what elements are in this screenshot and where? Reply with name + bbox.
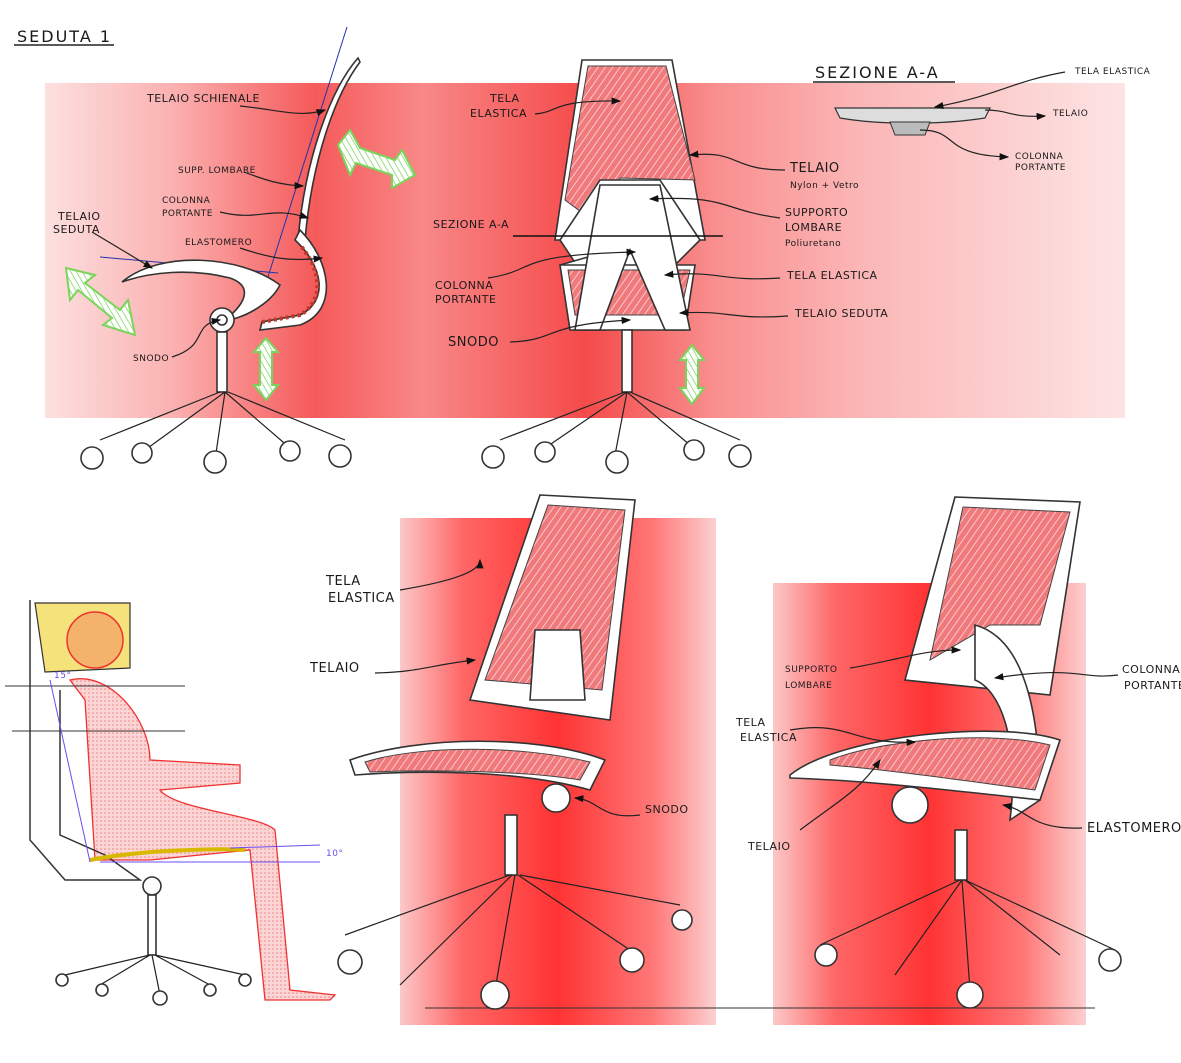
label-snodo: SNODO [645, 803, 689, 816]
label-telaio: TELAIO [57, 210, 100, 223]
label-portante: PORTANTE [435, 293, 496, 306]
ergonomic-seated-figure [5, 600, 337, 1006]
label-tela: TELA [735, 716, 766, 729]
label-supporto: SUPPORTO [785, 206, 848, 219]
label-telaio: TELAIO [747, 840, 790, 853]
label-portante: PORTANTE [1124, 679, 1181, 692]
label-supp-lombare: SUPP. LOMBARE [178, 166, 256, 176]
label-portante: PORTANTE [162, 209, 213, 219]
label-material-poliuretano: Poliuretano [785, 239, 841, 249]
label-telaio: TELAIO [789, 161, 840, 176]
label-supporto: SUPPORTO [785, 665, 837, 675]
label-material-nylon-vetro: Nylon + Vetro [790, 181, 859, 191]
label-elastica: ELASTICA [470, 107, 527, 120]
angle-label-15: 15° [54, 671, 71, 681]
label-colonna: COLONNA [1015, 152, 1064, 162]
label-lombare: LOMBARE [785, 681, 832, 691]
recline-arrow-icon [336, 128, 417, 190]
label-colonna: COLONNA [162, 196, 211, 206]
label-tela-elastica: TELA ELASTICA [786, 269, 878, 282]
height-arrow-icon [251, 336, 281, 402]
label-seduta: SEDUTA [53, 223, 100, 236]
label-tela: TELA [489, 92, 520, 105]
label-portante: PORTANTE [1015, 163, 1066, 173]
angle-label-10: 10° [326, 849, 343, 859]
label-telaio: TELAIO [309, 661, 360, 676]
label-snodo: SNODO [448, 335, 499, 350]
label-snodo: SNODO [133, 354, 169, 364]
label-tela: TELA [325, 574, 361, 589]
label-colonna: COLONNA [435, 279, 493, 292]
front-view-chair [481, 59, 752, 474]
label-colonna: COLONNA [1122, 663, 1180, 676]
section-a-a-drawing [834, 107, 991, 136]
tilt-arrow-icon [64, 266, 137, 337]
height-arrow-icon [677, 343, 707, 406]
label-tela-elastica: TELA ELASTICA [1074, 67, 1151, 77]
perspective-front-chair [337, 494, 693, 1010]
label-telaio-schienale: TELAIO SCHIENALE [146, 92, 260, 105]
sheet-title: SEDUTA 1 [17, 27, 112, 46]
label-telaio: TELAIO [1052, 109, 1088, 119]
label-sezione-a-a: SEZIONE A-A [433, 218, 509, 231]
label-elastica: ELASTICA [328, 591, 395, 606]
label-lombare: LOMBARE [785, 221, 842, 234]
label-elastica: ELASTICA [740, 731, 797, 744]
label-elastomero: ELASTOMERO [1087, 821, 1181, 836]
label-telaio-seduta: TELAIO SEDUTA [794, 307, 888, 320]
label-elastomero: ELASTOMERO [185, 238, 252, 248]
perspective-back-chair [789, 496, 1122, 1009]
section-title: SEZIONE A-A [815, 63, 940, 82]
